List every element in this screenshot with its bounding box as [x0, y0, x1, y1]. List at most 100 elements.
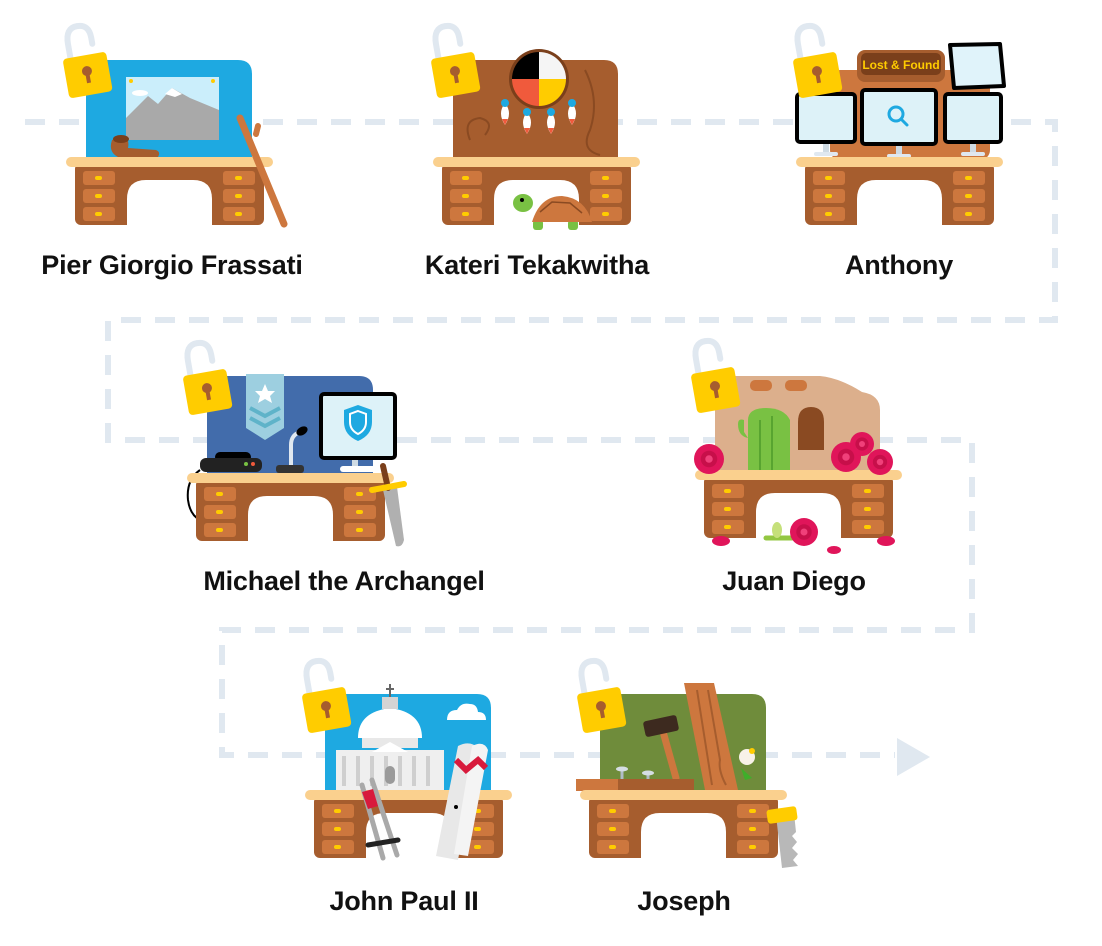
station-label-juan-diego[interactable]: Juan Diego: [722, 566, 866, 596]
monitors-icon: [795, 88, 1003, 158]
drawer-handle: [825, 176, 832, 180]
unlocked-padlock-icon: [183, 339, 233, 415]
drawer-handle: [334, 809, 341, 813]
desk-top: [305, 790, 512, 800]
desk-legroom: [248, 496, 333, 542]
dome: [358, 708, 422, 738]
column: [342, 756, 346, 786]
station-label-anthony[interactable]: Anthony: [844, 250, 954, 280]
drawer-handle: [356, 492, 363, 496]
keyhole: [595, 701, 606, 712]
station-label-joseph[interactable]: Joseph: [637, 886, 731, 916]
keyhole-slot: [85, 72, 92, 84]
drawer-handle: [462, 212, 469, 216]
shell-pattern: [539, 201, 583, 214]
keyhole: [449, 66, 460, 77]
drawer-handle: [462, 176, 469, 180]
mic-base: [276, 465, 304, 473]
drawer-handle: [216, 492, 223, 496]
station-label-john-paul-ii[interactable]: John Paul II: [329, 886, 479, 916]
bead: [523, 108, 531, 116]
station-label-kateri-tekakwitha[interactable]: Kateri Tekakwitha: [424, 250, 650, 280]
bead: [501, 99, 509, 107]
keyhole-slot: [453, 72, 460, 84]
turtle-leg: [533, 220, 543, 230]
drawer-handle: [235, 176, 242, 180]
drawer-handle: [749, 809, 756, 813]
station-pier-giorgio-frassati: [63, 22, 288, 228]
desk-legroom: [127, 180, 212, 226]
station-kateri-tekakwitha: [431, 22, 640, 230]
pin: [211, 79, 215, 83]
drawer-handle: [965, 212, 972, 216]
lock-shackle: [578, 657, 610, 698]
station-michael-the-archangel: [183, 339, 407, 547]
drawer-handle: [965, 194, 972, 198]
rose-core: [859, 441, 865, 447]
quadrant-white: [539, 52, 566, 79]
desk-legroom: [641, 813, 726, 859]
monitor: [943, 92, 1003, 144]
lost-and-found-sign: Lost & Found: [862, 58, 939, 72]
drawer-handle: [95, 176, 102, 180]
lock-shackle: [432, 22, 464, 63]
cactus-arm: [738, 419, 748, 438]
sword-guard: [369, 481, 407, 493]
drawer-handle: [216, 528, 223, 532]
search-icon: [887, 105, 905, 123]
desk-top: [695, 470, 902, 480]
station-label-pier-giorgio-frassati[interactable]: Pier Giorgio Frassati: [41, 250, 303, 280]
keyhole: [811, 66, 822, 77]
rose-petal: [877, 536, 895, 546]
rose-core: [842, 453, 850, 461]
turtle-leg: [568, 220, 578, 230]
drawer-handle: [474, 827, 481, 831]
lock-shackle: [794, 22, 826, 63]
rose-core: [876, 458, 884, 466]
station-label-michael-the-archangel[interactable]: Michael the Archangel: [203, 566, 485, 596]
hammer-handle: [658, 724, 680, 782]
cloud: [132, 90, 148, 96]
column: [370, 756, 374, 786]
turtle-head: [513, 194, 533, 212]
drawer-handle: [965, 176, 972, 180]
drawer-handle: [864, 489, 871, 493]
drawer-handle: [95, 212, 102, 216]
stick-branch: [253, 123, 261, 137]
desks-layer: Lost & Found: [63, 22, 1006, 868]
keyhole: [201, 383, 212, 394]
desk-top: [433, 157, 640, 167]
sign-inner: [861, 53, 941, 75]
drawer-handle: [474, 845, 481, 849]
drawer-handle: [602, 176, 609, 180]
nail-head: [642, 770, 654, 776]
bead: [568, 99, 576, 107]
feather-tip: [548, 128, 554, 134]
drawer-handle: [235, 212, 242, 216]
sword-blade: [383, 487, 404, 547]
column: [398, 756, 402, 786]
mountain-picture-icon: [126, 77, 219, 140]
drawer-handle: [864, 525, 871, 529]
wood-plank-icon: [684, 683, 738, 790]
status-led-green: [244, 462, 248, 466]
unlocked-padlock-icon: [302, 657, 352, 733]
drawer-handle: [724, 489, 731, 493]
lantern: [382, 697, 398, 709]
drawer-handle: [602, 212, 609, 216]
flower-center: [749, 748, 755, 754]
unlocked-padlock-icon: [63, 22, 113, 98]
ski-binding: [454, 805, 458, 809]
monitor-stand: [352, 458, 358, 470]
pediment: [372, 742, 408, 752]
rose-leaf: [772, 522, 782, 538]
arrow-right-icon: [897, 738, 930, 776]
station-anthony: Lost & Found: [793, 22, 1006, 226]
drawer-handle: [235, 194, 242, 198]
lock-shackle: [692, 337, 724, 378]
lock-shackle: [184, 339, 216, 380]
column: [356, 756, 360, 786]
cactus-ridges: [759, 416, 773, 470]
drawer-handle: [724, 525, 731, 529]
